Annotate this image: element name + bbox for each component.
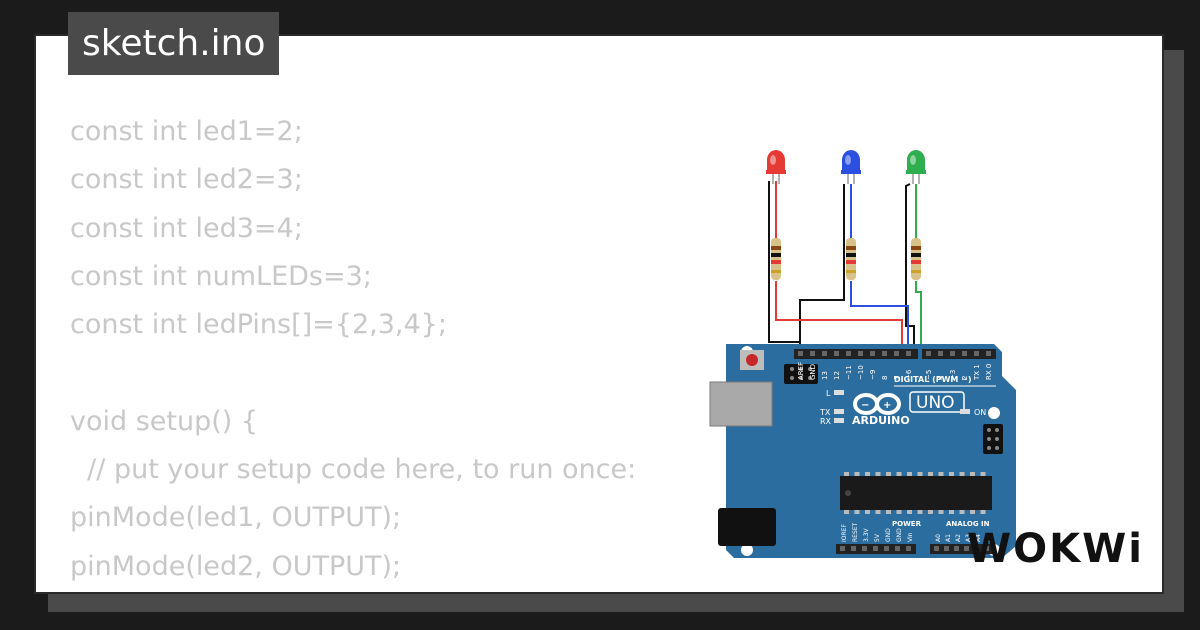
code-line: // put your setup code here, to run once… bbox=[70, 454, 637, 486]
rx-label: RX bbox=[820, 417, 832, 426]
code-line: void setup() { bbox=[70, 405, 259, 437]
wire-gnd-blue bbox=[799, 184, 845, 356]
pin-label: 7 bbox=[893, 376, 901, 380]
svg-text:+: + bbox=[883, 400, 891, 411]
analog-pin-label: A4 bbox=[975, 534, 982, 542]
led-red[interactable] bbox=[766, 150, 786, 184]
power-pin-label: IOREF bbox=[841, 524, 848, 542]
wire-green-lower bbox=[915, 281, 922, 356]
pin-label: ~9 bbox=[869, 370, 877, 380]
analog-pin-label: A3 bbox=[965, 534, 972, 542]
code-line: const int numLEDs=3; bbox=[70, 260, 372, 292]
wokwi-logo[interactable]: WOKWi bbox=[967, 526, 1144, 572]
code-line: pinMode(led3, OUTPUT); bbox=[70, 591, 636, 592]
svg-text:−: − bbox=[861, 400, 869, 411]
code-listing: const int led1=2; const int led2=3; const … bbox=[70, 108, 637, 592]
pin-label: ~10 bbox=[857, 365, 865, 380]
pin-label: ~11 bbox=[845, 365, 853, 380]
led-blue[interactable] bbox=[841, 150, 861, 184]
pin-label: TX 1 bbox=[973, 364, 981, 381]
resistor-1 bbox=[771, 238, 781, 280]
pin-label: GND bbox=[809, 364, 817, 380]
wire-gnd-green bbox=[905, 183, 915, 356]
power-pin-label: 3.3V bbox=[863, 527, 870, 542]
code-line bbox=[70, 349, 636, 397]
pin-label: ~3 bbox=[949, 370, 957, 380]
usb-port bbox=[709, 381, 773, 427]
pin-label: RX 0 bbox=[985, 364, 993, 380]
pin-label: 4 bbox=[937, 375, 945, 380]
wire-blue-lower bbox=[850, 281, 909, 356]
analog-pin-label: A0 bbox=[935, 534, 942, 542]
pin-label: 2 bbox=[961, 376, 969, 380]
power-jack bbox=[718, 508, 776, 546]
leds bbox=[766, 150, 926, 184]
power-pin-label: RESET bbox=[852, 522, 859, 542]
power-pin-label: 5V bbox=[874, 533, 881, 542]
tx-label: TX bbox=[819, 408, 831, 417]
brand-label: ARDUINO bbox=[852, 414, 910, 427]
preview-card: const int led1=2; const int led2=3; const … bbox=[34, 34, 1164, 594]
model-label: UNO bbox=[916, 393, 955, 413]
sketch-filename-tab[interactable]: sketch.ino bbox=[68, 12, 280, 75]
analog-pin-label: A2 bbox=[955, 534, 962, 542]
l-label: L bbox=[826, 389, 831, 398]
code-line: const int led1=2; bbox=[70, 116, 303, 147]
power-label: POWER bbox=[892, 520, 922, 528]
power-pin-label: Vin bbox=[907, 532, 914, 542]
analog-label: ANALOG IN bbox=[946, 520, 990, 528]
code-line: const int led2=3; bbox=[70, 164, 303, 196]
resistor-3 bbox=[911, 238, 921, 280]
pin-label: 8 bbox=[881, 376, 889, 380]
pin-label: ~6 bbox=[905, 369, 913, 380]
analog-pin-label: A1 bbox=[945, 534, 952, 542]
microcontroller-chip bbox=[840, 476, 992, 510]
resistor-2 bbox=[846, 238, 856, 280]
arduino-logo-icon bbox=[853, 393, 901, 415]
analog-pin-label: A5 bbox=[985, 534, 992, 542]
code-line: pinMode(led2, OUTPUT); bbox=[70, 550, 402, 582]
on-label: ON bbox=[974, 408, 986, 417]
power-pin-label: GND bbox=[885, 528, 892, 542]
led-green[interactable] bbox=[906, 150, 926, 184]
pin-label: ~5 bbox=[925, 370, 933, 380]
power-pin-label: GND bbox=[896, 528, 903, 542]
wire-red-lower bbox=[775, 281, 903, 356]
pin-label: AREF bbox=[797, 362, 805, 380]
pin-label: 12 bbox=[833, 371, 841, 380]
pin-label: 13 bbox=[821, 371, 829, 380]
code-line: const int led3=4; bbox=[70, 212, 303, 244]
code-line: pinMode(led1, OUTPUT); bbox=[70, 502, 402, 534]
wires bbox=[768, 181, 922, 356]
code-line: const int ledPins[]={2,3,4}; bbox=[70, 309, 447, 341]
digital-label: DIGITAL (PWM ~) bbox=[894, 375, 972, 384]
